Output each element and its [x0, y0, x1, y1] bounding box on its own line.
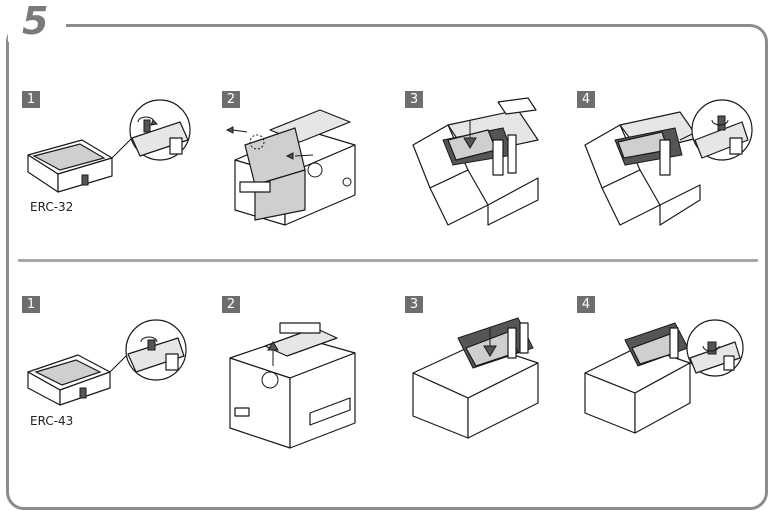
row2-step2-badge: 2 — [222, 296, 240, 313]
row2-step4-badge: 4 — [577, 296, 595, 313]
ribbon-knob-turn-illustration-1 — [584, 99, 753, 226]
ribbon-insertion-illustration-1 — [412, 97, 539, 226]
ribbon-model-label-1: ERC-32 — [30, 200, 74, 214]
instruction-frame — [6, 24, 768, 510]
row1-step4-badge: 4 — [577, 91, 595, 108]
printer-cover-lift-illustration-2 — [229, 322, 356, 449]
row1-step2-badge: 2 — [222, 91, 240, 108]
step-number: 5 — [8, 0, 66, 42]
row1-step1-badge: 1 — [22, 91, 40, 108]
row1-step3-badge: 3 — [405, 91, 423, 108]
printer-cover-removal-illustration-1 — [225, 109, 356, 226]
row2-step1-badge: 1 — [22, 296, 40, 313]
row2-step3-badge: 3 — [405, 296, 423, 313]
ribbon-knob-turn-illustration-2 — [584, 319, 744, 434]
ribbon-model-label-2: ERC-43 — [30, 414, 74, 428]
row-divider — [18, 259, 758, 262]
ribbon-cassette-illustration-2 — [27, 319, 187, 406]
ribbon-cassette-illustration-1 — [27, 99, 191, 193]
ribbon-insertion-illustration-2 — [412, 317, 539, 439]
